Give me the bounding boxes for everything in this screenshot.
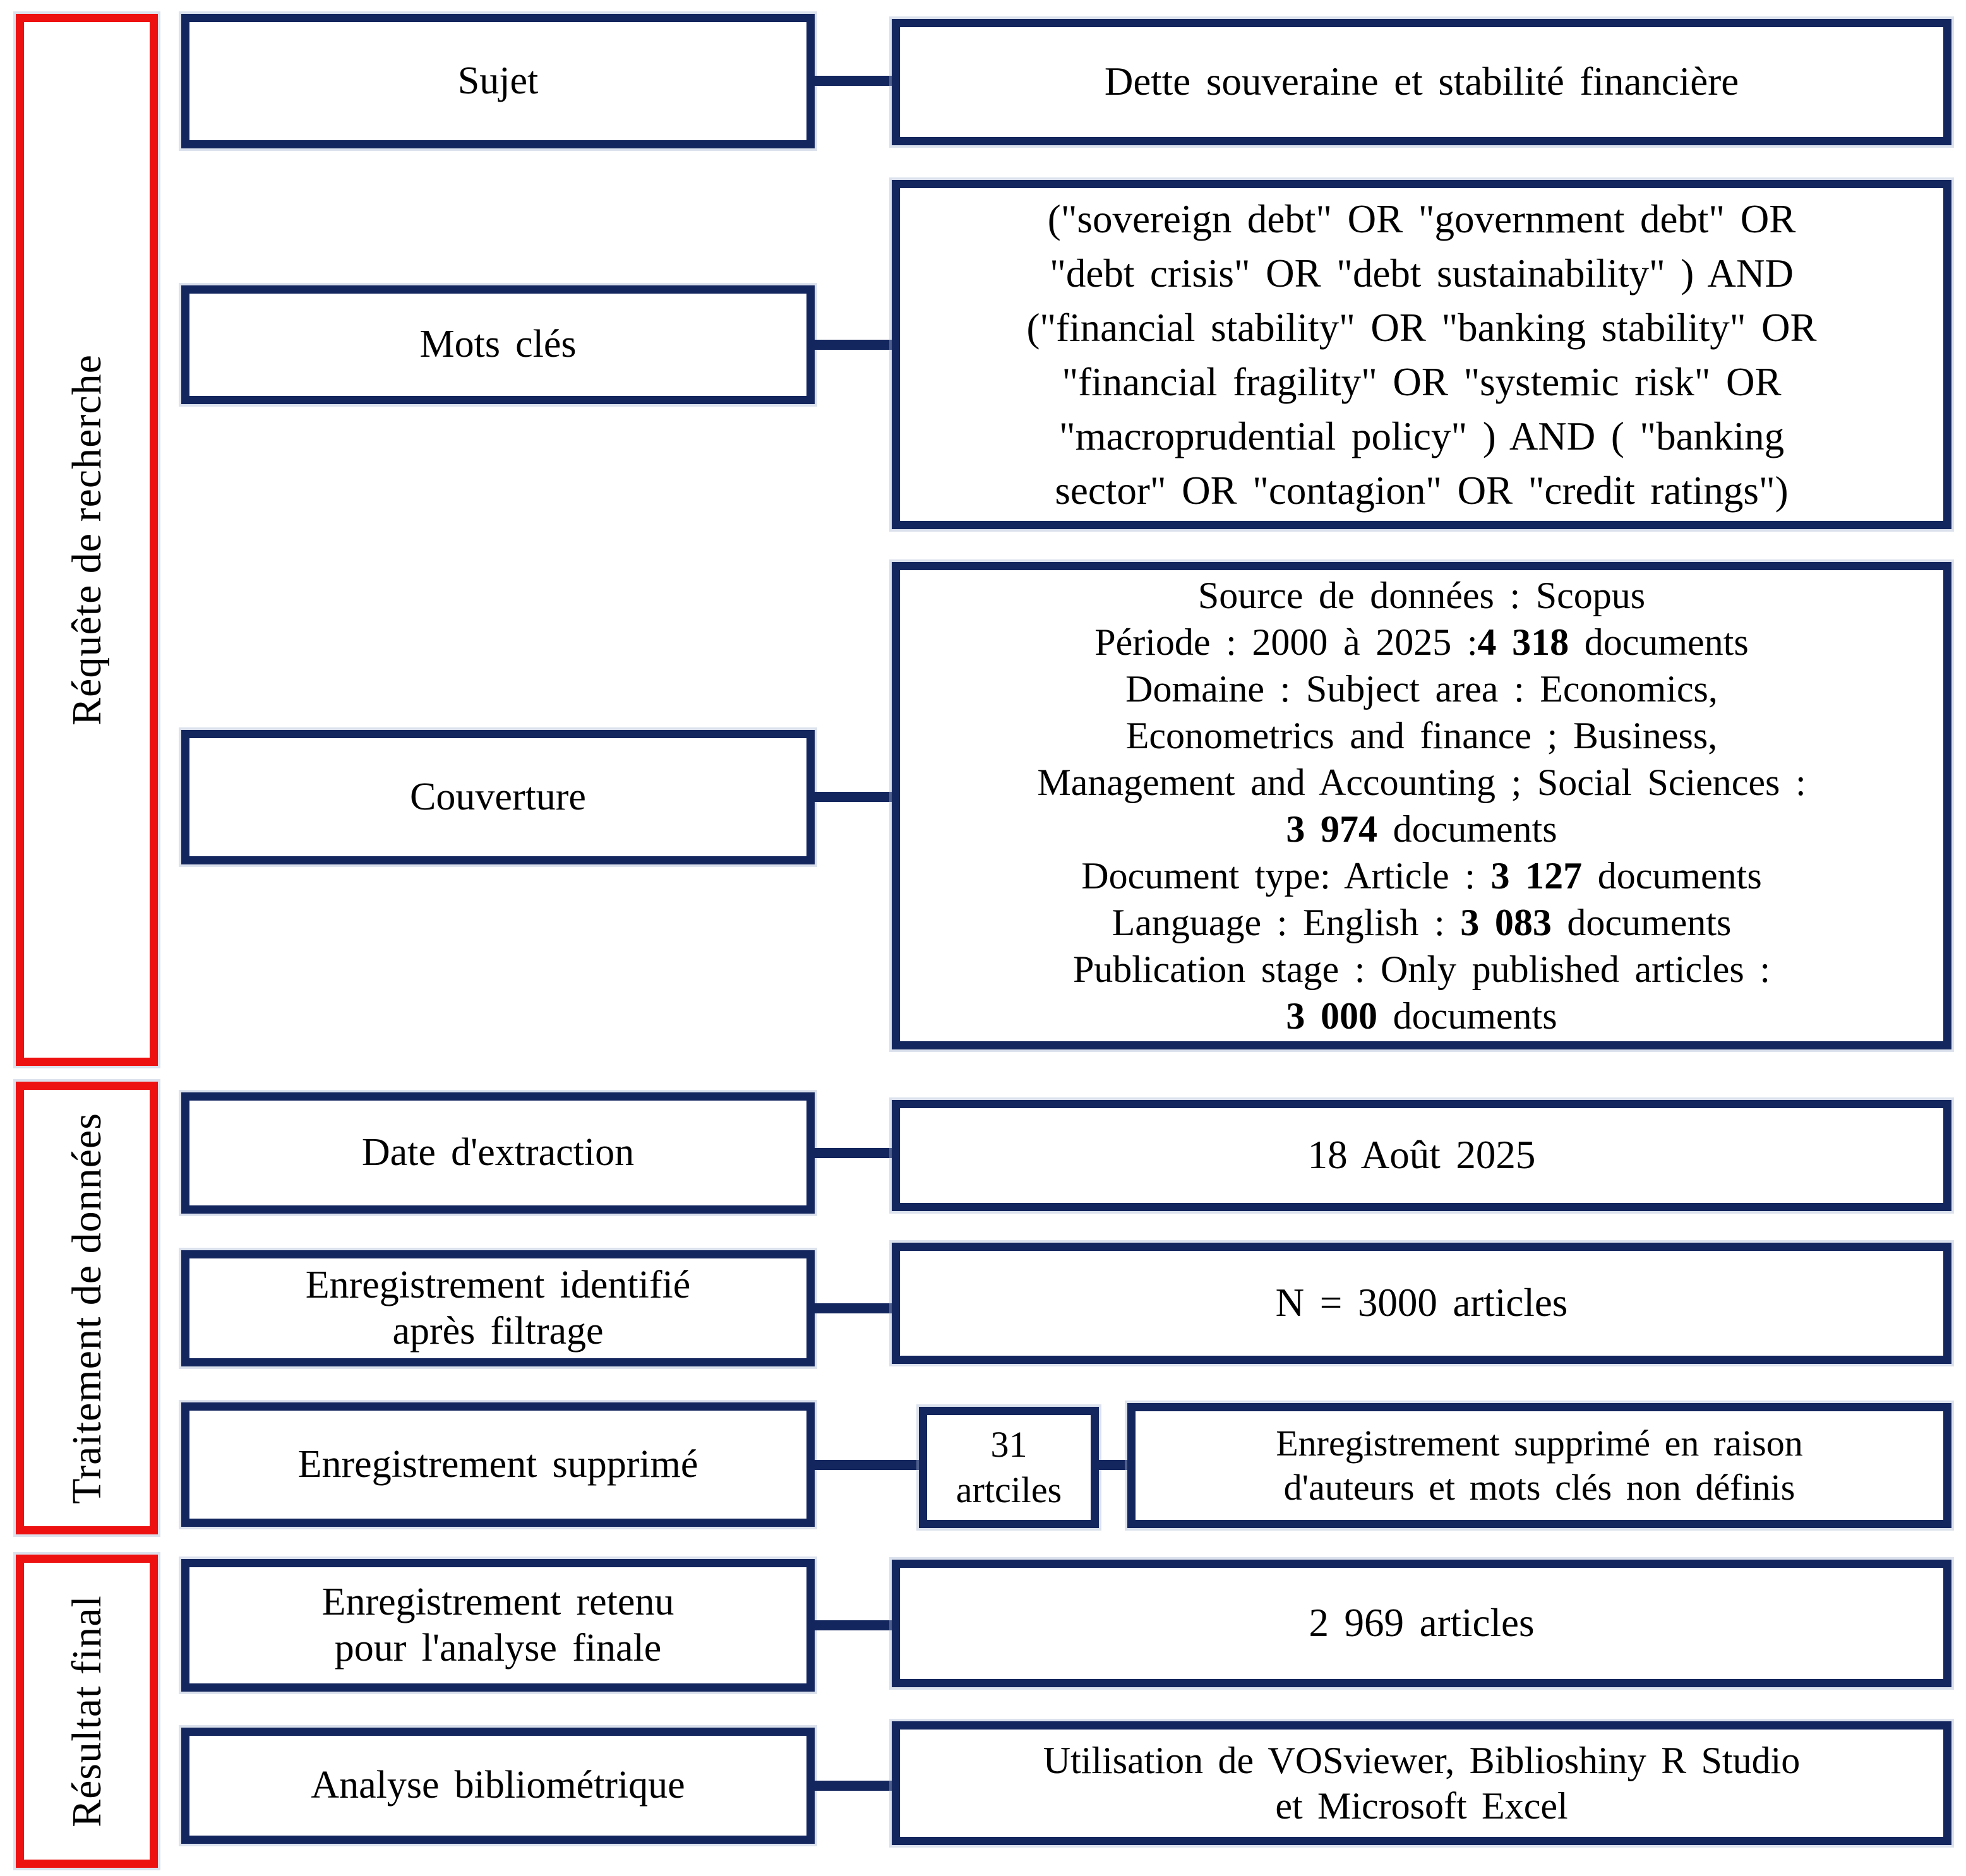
content-box-mots-cles: ("sovereign debt" OR "government debt" O… [892, 180, 1951, 529]
content-enregistrement-retenu: 2 969 articles [1309, 1601, 1535, 1646]
content-analyse-bibliometrique: Utilisation de VOSviewer, Biblioshiny R … [1043, 1740, 1801, 1827]
rail-label-traitement: Traitement de données [63, 1112, 110, 1504]
content-enregistrement-supprime: Enregistrement supprimé en raison d'aute… [1276, 1423, 1803, 1508]
content-box-enregistrement-retenu: 2 969 articles [892, 1560, 1951, 1687]
label-box-enregistrement-supprime: Enregistrement supprimé [181, 1402, 815, 1527]
label-box-enregistrement-identifie: Enregistrement identifié après filtrage [181, 1250, 815, 1366]
content-box-enregistrement-supprime: Enregistrement supprimé en raison d'aute… [1127, 1403, 1951, 1528]
label-box-enregistrement-retenu: Enregistrement retenu pour l'analyse fin… [181, 1559, 815, 1692]
connector-enregistrement-retenu [810, 1620, 897, 1630]
content-enregistrement-identifie: N = 3000 articles [1275, 1281, 1568, 1325]
rail-section-traitement-de-donnees: Traitement de données [16, 1082, 158, 1534]
connector-analyse-bibliometrique [810, 1781, 897, 1791]
connector-couverture [810, 792, 897, 802]
content-mots-cles: ("sovereign debt" OR "government debt" O… [1026, 196, 1817, 513]
label-box-date-extraction: Date d'extraction [181, 1092, 815, 1214]
content-sujet: Dette souveraine et stabilité financière [1104, 59, 1739, 104]
label-date-extraction: Date d'extraction [361, 1131, 635, 1174]
label-enregistrement-identifie: Enregistrement identifié après filtrage [305, 1263, 691, 1353]
connector-supprime-right [1094, 1460, 1134, 1470]
count-31-articles: 31 artciles [956, 1423, 1062, 1511]
connector-mots-cles [810, 340, 897, 350]
connector-sujet [810, 76, 897, 86]
label-enregistrement-supprime: Enregistrement supprimé [297, 1442, 698, 1486]
content-date-extraction: 18 Août 2025 [1307, 1133, 1536, 1178]
label-enregistrement-retenu: Enregistrement retenu pour l'analyse fin… [321, 1580, 674, 1670]
label-box-mots-cles: Mots clés [181, 285, 815, 404]
content-box-date-extraction: 18 Août 2025 [892, 1100, 1951, 1211]
label-mots-cles: Mots clés [419, 323, 577, 366]
label-box-couverture: Couverture [181, 730, 815, 864]
label-box-analyse-bibliometrique: Analyse bibliométrique [181, 1728, 815, 1844]
label-sujet: Sujet [457, 59, 539, 102]
count-box-31-articles: 31 artciles [919, 1407, 1099, 1528]
rail-label-resultat: Résultat final [63, 1595, 110, 1827]
content-box-enregistrement-identifie: N = 3000 articles [892, 1243, 1951, 1364]
rail-section-resultat-final: Résultat final [16, 1555, 158, 1868]
rail-label-requete: Réquête de recherche [63, 354, 110, 726]
connector-enregistrement-identifie [810, 1303, 897, 1313]
connector-supprime-left [810, 1460, 923, 1470]
connector-date-extraction [810, 1148, 897, 1158]
content-box-analyse-bibliometrique: Utilisation de VOSviewer, Biblioshiny R … [892, 1721, 1951, 1845]
label-analyse-bibliometrique: Analyse bibliométrique [311, 1764, 685, 1807]
rail-section-requete-de-recherche: Réquête de recherche [16, 14, 158, 1066]
label-box-sujet: Sujet [181, 14, 815, 148]
label-couverture: Couverture [410, 775, 586, 818]
content-box-sujet: Dette souveraine et stabilité financière [892, 19, 1951, 145]
